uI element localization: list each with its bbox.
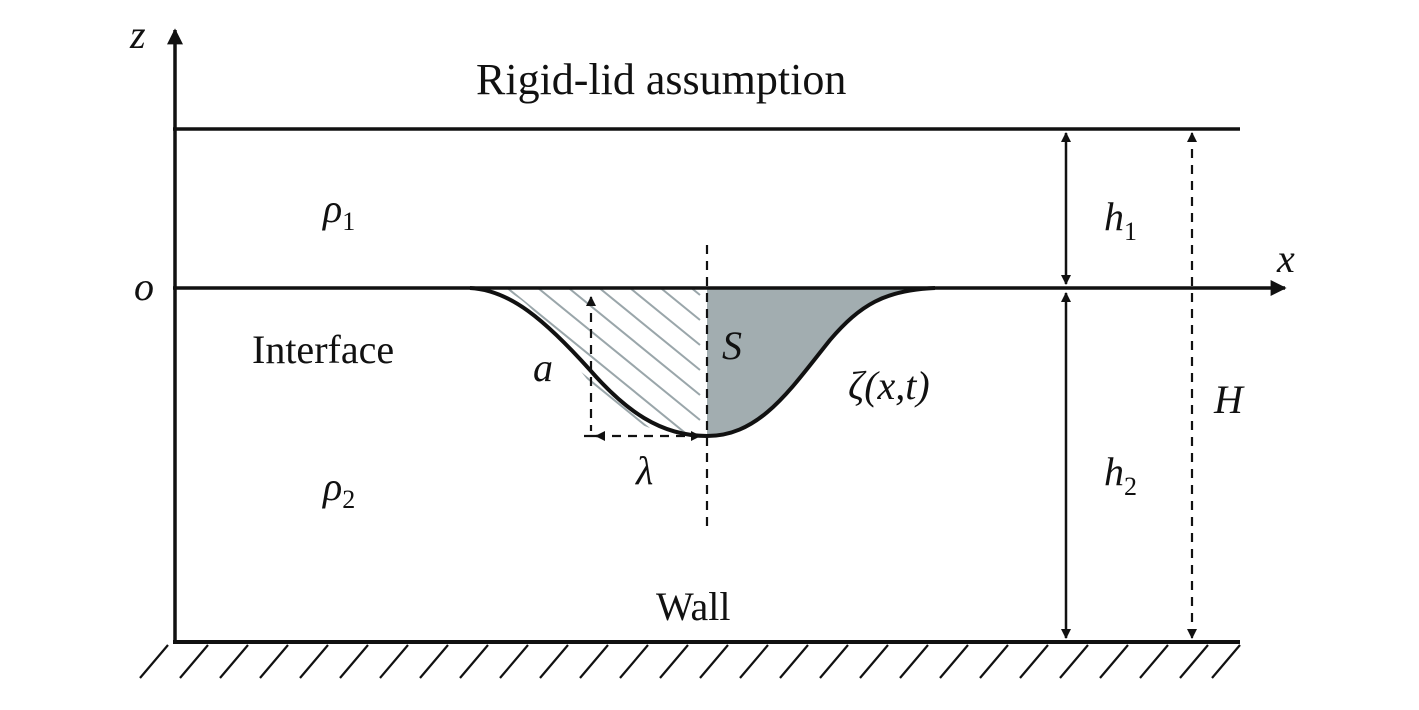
H-label: H (1213, 377, 1245, 422)
x-axis-label: x (1276, 236, 1295, 281)
h2-subscript: 2 (1124, 472, 1137, 501)
ground-hatching (139, 644, 1241, 679)
area-s-label: S (722, 323, 742, 368)
rho2-label: ρ2 (321, 464, 355, 514)
zeta-label: ζ(x,t) (848, 363, 930, 408)
h2-label: h2 (1104, 449, 1137, 501)
h1-label: h1 (1104, 194, 1137, 246)
amplitude-label: a (533, 345, 553, 390)
z-axis-label: z (129, 12, 146, 57)
wavelength-label: λ (635, 448, 653, 493)
rho2-symbol: ρ (321, 464, 342, 509)
origin-label: o (134, 264, 154, 309)
h1-symbol: h (1104, 194, 1124, 239)
rho1-symbol: ρ (321, 186, 342, 231)
rho1-label: ρ1 (321, 186, 355, 236)
interface-label: Interface (252, 327, 394, 372)
wall-label: Wall (656, 584, 731, 629)
rho1-subscript: 1 (342, 207, 355, 236)
h1-subscript: 1 (1124, 217, 1137, 246)
wave-profile (469, 286, 936, 439)
h2-symbol: h (1104, 449, 1124, 494)
rho2-subscript: 2 (342, 485, 355, 514)
hatched-area (500, 289, 701, 436)
rigid-lid-label: Rigid-lid assumption (476, 55, 846, 104)
